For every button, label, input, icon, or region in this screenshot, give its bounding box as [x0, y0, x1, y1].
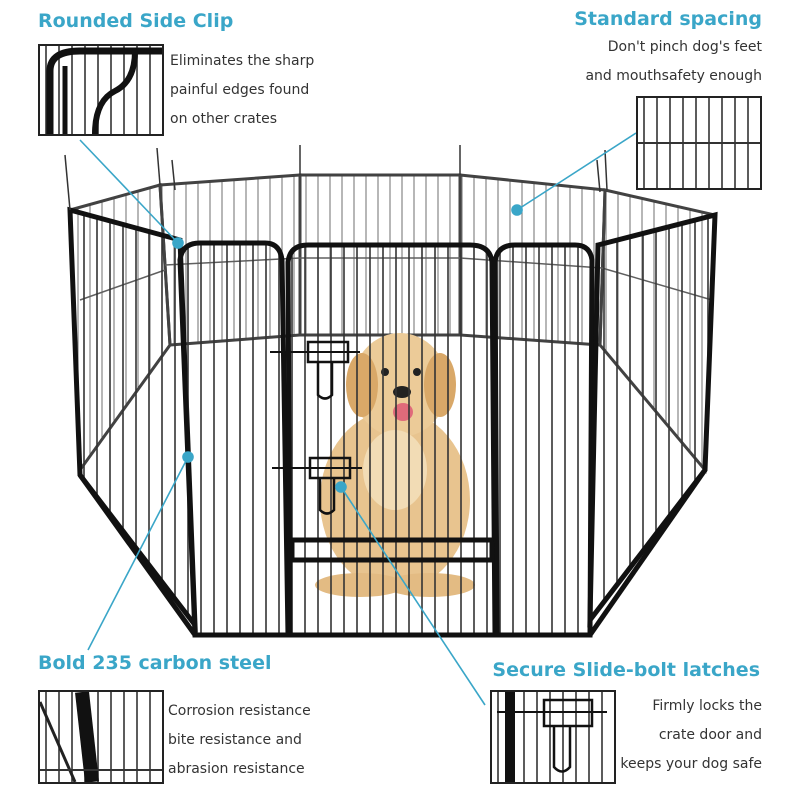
latches-line-1: Firmly locks the: [652, 698, 762, 714]
spacing-title: Standard spacing: [574, 8, 762, 30]
rounded-clip-line-1: Eliminates the sharp: [170, 53, 315, 69]
inset-spacing: [636, 96, 762, 190]
callout-lines: [79, 132, 637, 706]
latches-description: Firmly locks the crate door and keeps yo…: [620, 692, 762, 779]
inset-rounded-clip: [38, 44, 164, 136]
rounded-clip-description: Eliminates the sharp painful edges found…: [170, 47, 314, 134]
spacing-line-2: and mouthsafety enough: [585, 68, 762, 84]
inset-steel: [38, 690, 164, 784]
callout-dot-spacing: [511, 204, 523, 216]
steel-description: Corrosion resistance bite resistance and…: [168, 697, 311, 784]
callout-dot-steel: [182, 451, 194, 463]
rounded-clip-title: Rounded Side Clip: [38, 10, 234, 32]
spacing-description: Don't pinch dog's feet and mouthsafety e…: [585, 33, 762, 91]
latches-title: Secure Slide-bolt latches: [492, 659, 760, 681]
steel-title: Bold 235 carbon steel: [38, 652, 272, 674]
inset-latches: [490, 690, 616, 784]
spacing-line-1: Don't pinch dog's feet: [607, 39, 762, 55]
steel-line-3: abrasion resistance: [168, 761, 305, 777]
steel-line-1: Corrosion resistance: [168, 703, 311, 719]
front-panels: [64, 145, 718, 638]
latches-line-3: keeps your dog safe: [620, 756, 762, 772]
steel-line-2: bite resistance and: [168, 732, 302, 748]
callout-dot-clip: [172, 237, 184, 249]
rounded-clip-line-3: on other crates: [170, 111, 278, 127]
callout-dot-latches: [335, 481, 347, 493]
rounded-clip-line-2: painful edges found: [170, 82, 310, 98]
latches-line-2: crate door and: [658, 727, 762, 743]
